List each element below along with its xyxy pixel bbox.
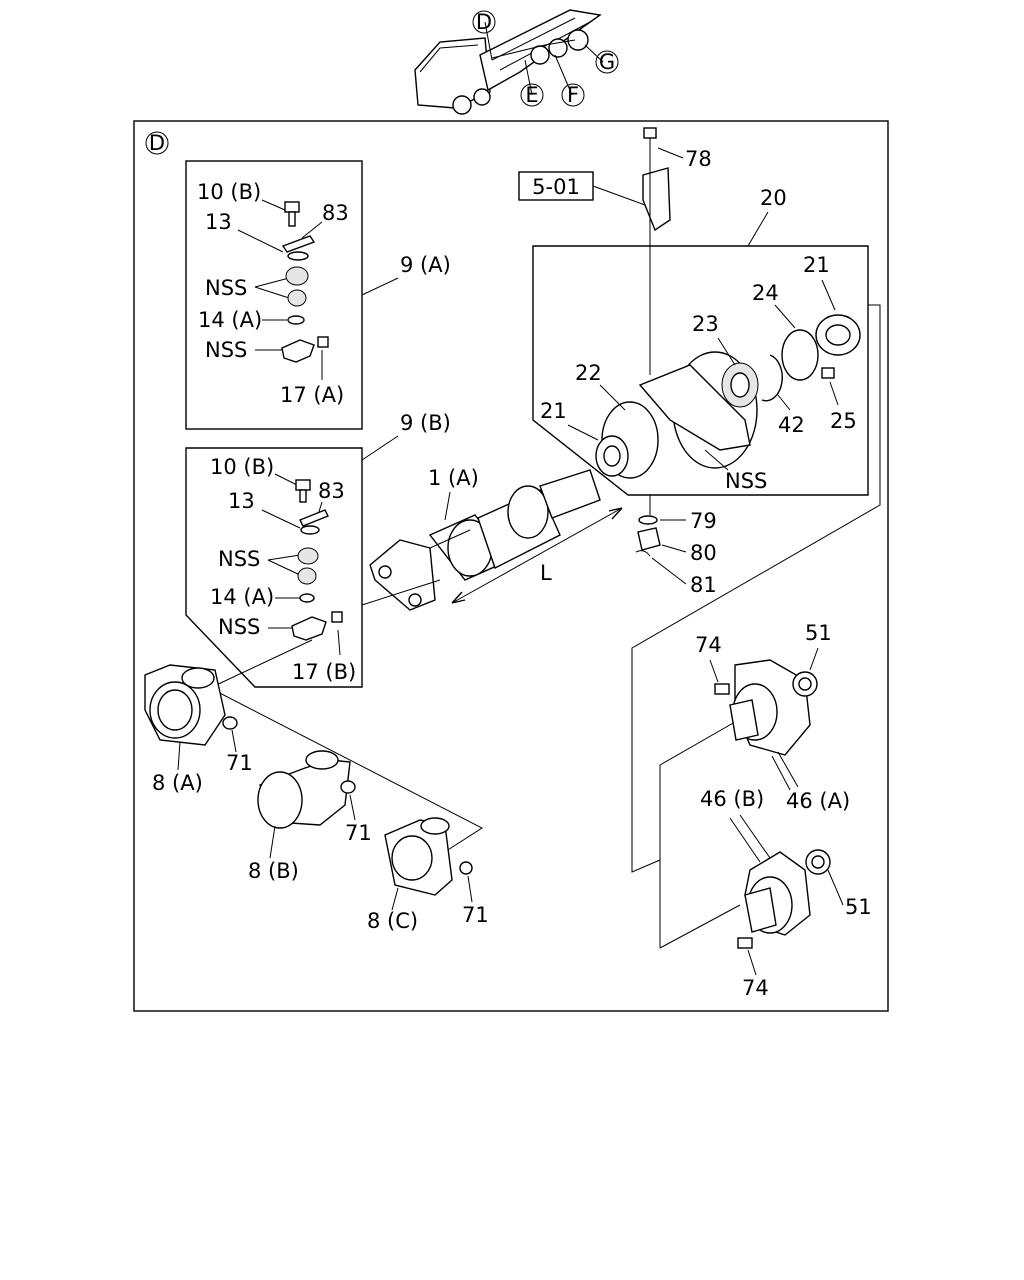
callout-nss-housing: NSS	[725, 469, 767, 493]
svg-text:E: E	[525, 83, 538, 107]
companion-flange-group: 74 51 46 (A) 46 (B) 51 74	[631, 304, 881, 1000]
kit-9b-box: 9 (B) 10 (B) 13 83 NSS 14 (A) NSS 17 (B)	[185, 411, 451, 688]
grease-nipple-25	[821, 367, 835, 379]
center-bearing-box: 20 5-01 78 22 23 42 24 21	[518, 127, 869, 496]
locator-callout-e: E	[520, 83, 544, 107]
dimension-l-label: L	[540, 561, 552, 585]
kit-9a-label-17a: 17 (A)	[280, 383, 344, 407]
callout-71b: 71	[345, 821, 372, 845]
kit-9b-title: 9 (B)	[400, 411, 451, 435]
kit-9b-label-14a: 14 (A)	[210, 585, 274, 609]
callout-25: 25	[830, 409, 857, 433]
spider-cross	[281, 339, 315, 363]
propeller-shaft-1a: 1 (A)	[369, 466, 601, 611]
callout-1a: 1 (A)	[428, 466, 479, 490]
kit-9a-box: 9 (A) 10 (B) 13 83 NSS 14 (A) NSS 17 (A)	[185, 160, 451, 430]
callout-51a: 51	[805, 621, 832, 645]
dust-seal	[781, 329, 819, 381]
washer-nut-pin-group: 79 80 81	[635, 495, 717, 597]
leader-9b	[361, 579, 441, 606]
callout-80: 80	[690, 541, 717, 565]
kit-9b-label-17b: 17 (B)	[292, 660, 356, 684]
view-letter-d: D	[145, 131, 169, 155]
callout-22: 22	[575, 361, 602, 385]
svg-text:D: D	[476, 10, 492, 34]
nut-71-a	[222, 716, 238, 730]
nut-80	[637, 527, 661, 551]
callout-8a: 8 (A)	[152, 771, 203, 795]
callout-79: 79	[690, 509, 717, 533]
callout-20: 20	[760, 186, 787, 210]
locator-callout-f: F	[561, 83, 585, 107]
yoke-group: 8 (A) 71 8 (B) 71 8 (C) 71	[144, 664, 489, 933]
leader-yoke	[209, 639, 313, 689]
ref-box-label: 5-01	[532, 175, 580, 199]
callout-23: 23	[692, 312, 719, 336]
nut-71-c	[459, 861, 473, 875]
callout-8c: 8 (C)	[367, 909, 418, 933]
bolt-head	[284, 201, 300, 213]
svg-text:G: G	[599, 50, 615, 74]
kit-9b-label-10b: 10 (B)	[210, 455, 274, 479]
mounting-bracket	[642, 167, 671, 232]
washer-79	[638, 515, 658, 525]
svg-text:D: D	[149, 131, 165, 155]
kit-9a-label-83: 83	[322, 201, 349, 225]
lock-plate	[281, 235, 316, 253]
cotter-pin-81	[635, 550, 651, 557]
callout-24: 24	[752, 281, 779, 305]
callout-74a: 74	[695, 633, 722, 657]
kit-9b-label-nss-2: NSS	[218, 615, 260, 639]
bolt-74-b	[737, 937, 753, 949]
bolt-74-a	[714, 683, 730, 695]
seal-ring	[287, 315, 305, 325]
callout-74b: 74	[742, 976, 769, 1000]
kit-9a-label-nss-1: NSS	[205, 276, 247, 300]
grease-nipple	[317, 336, 329, 348]
callout-71c: 71	[462, 903, 489, 927]
bearing-cup	[285, 266, 309, 286]
kit-9b-label-nss-1: NSS	[218, 547, 260, 571]
kit-9a-label-14a: 14 (A)	[198, 308, 262, 332]
needle-bearing	[287, 289, 307, 307]
callout-46b: 46 (B)	[700, 787, 764, 811]
main-frame	[133, 120, 889, 1012]
spline-shaft	[539, 469, 601, 519]
kit-9a-label-10b: 10 (B)	[197, 180, 261, 204]
dimension-l: L	[451, 507, 623, 604]
callout-51b: 51	[845, 895, 872, 919]
kit-9b-label-13: 13	[228, 489, 255, 513]
callout-42: 42	[778, 413, 805, 437]
locator-callout-d: D	[472, 10, 496, 34]
callout-46a: 46 (A)	[786, 789, 850, 813]
kit-9a-label-nss-2: NSS	[205, 338, 247, 362]
truck-locator-illustration: D E F G	[414, 9, 619, 115]
callout-78: 78	[685, 147, 712, 171]
snap-ring	[761, 354, 783, 402]
callout-21-front: 21	[540, 399, 567, 423]
locator-callout-g: G	[595, 50, 619, 74]
callout-8b: 8 (B)	[248, 859, 299, 883]
bolt-78	[643, 127, 657, 139]
callout-21-top: 21	[803, 253, 830, 277]
lock-wire	[287, 251, 309, 261]
callout-81: 81	[690, 573, 717, 597]
kit-9a-label-13: 13	[205, 210, 232, 234]
kit-9b-label-83: 83	[318, 479, 345, 503]
kit-9a-title: 9 (A)	[400, 253, 451, 277]
flange-yoke	[369, 539, 436, 611]
svg-text:F: F	[567, 83, 579, 107]
nut-71-b	[340, 780, 356, 794]
callout-71a: 71	[226, 751, 253, 775]
